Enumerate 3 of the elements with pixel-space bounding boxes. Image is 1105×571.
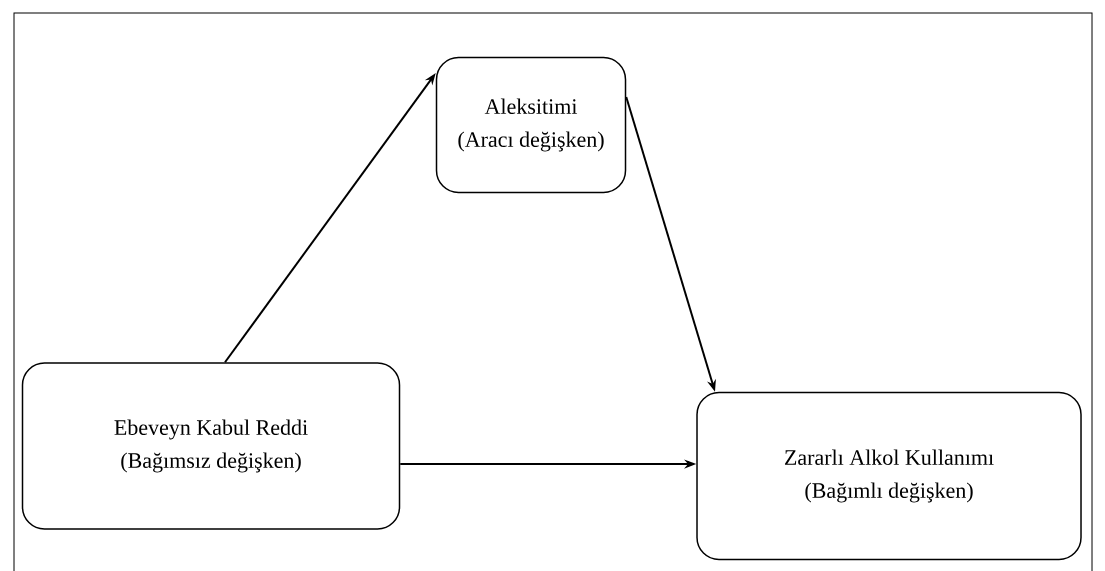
- variable-box: Aleksitimi (Aracı değişken): [435, 56, 627, 194]
- variable-box: Ebeveyn Kabul Reddi (Bağımsız değişken): [21, 362, 401, 530]
- variable-box: Zararlı Alkol Kullanımı (Bağımlı değişken): [696, 391, 1082, 561]
